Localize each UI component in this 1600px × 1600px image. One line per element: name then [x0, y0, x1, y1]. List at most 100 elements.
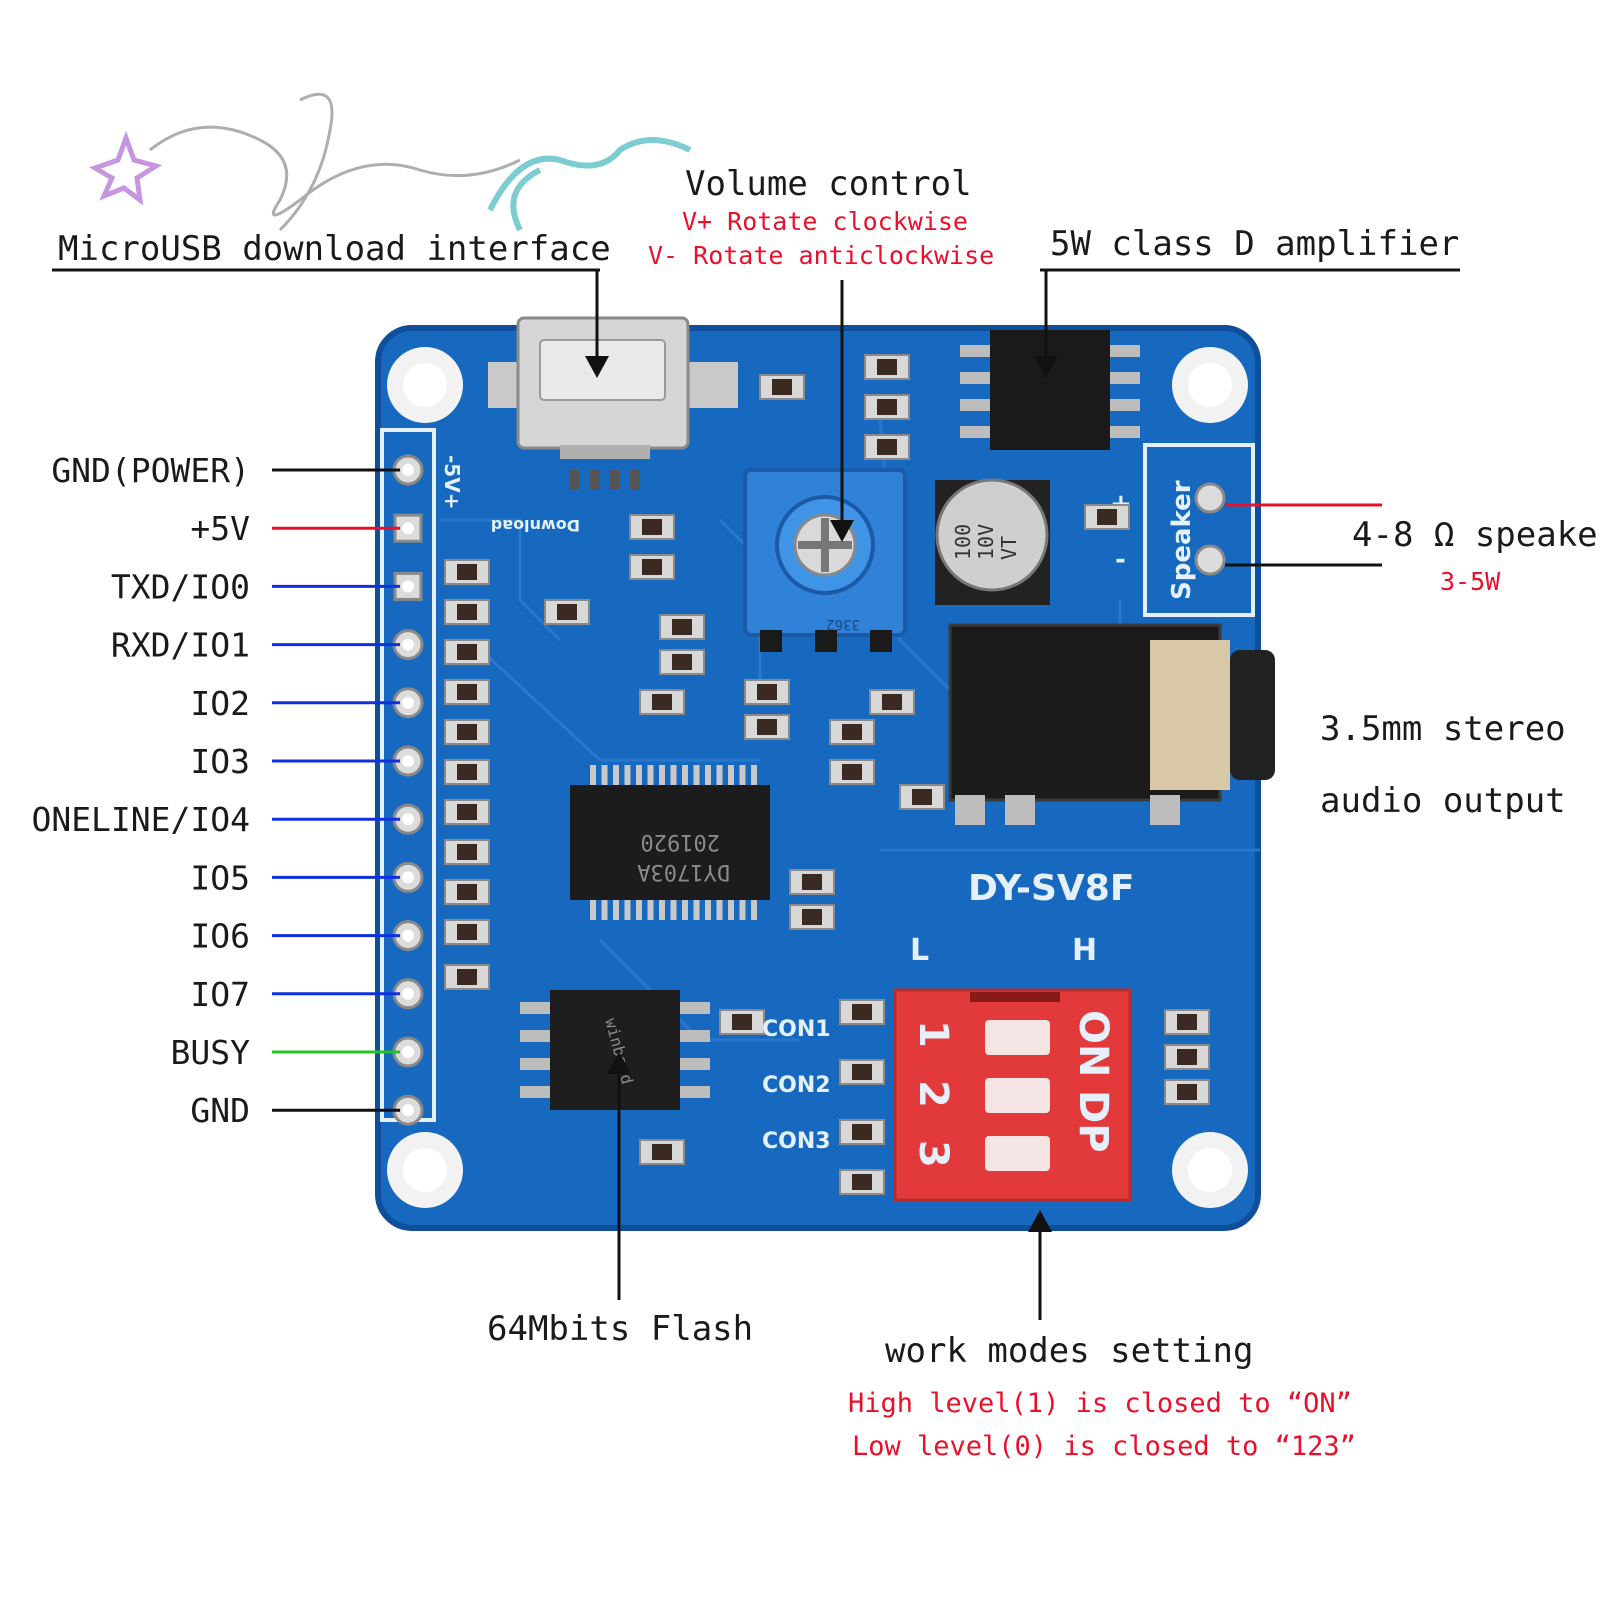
- pin-pad-hole-io2: [402, 696, 414, 709]
- capacitor: 100 10V VT: [935, 478, 1050, 605]
- pin-pad-hole-io6: [402, 929, 414, 942]
- audio-callout-line2: audio output: [1320, 781, 1566, 821]
- dip-switch: 1 2 3 ON DP: [893, 988, 1132, 1202]
- audio-jack: [948, 623, 1275, 825]
- microusb-callout: MicroUSB download interface: [58, 229, 611, 269]
- pcb-board: -5V+ Download Speaker + -: [375, 316, 1275, 1231]
- flash-chip: winbond: [520, 990, 710, 1110]
- volume-callout-title: Volume control: [685, 164, 972, 204]
- pin-pad-hole-rxd-io1: [402, 638, 414, 651]
- volume-callout-line1: V+ Rotate clockwise: [682, 207, 968, 236]
- smd-part: [839, 999, 885, 1025]
- mounting-hole-br: [1172, 1132, 1248, 1208]
- volume-callout-line2: V- Rotate anticlockwise: [648, 241, 994, 270]
- pin-label-io7: IO7: [190, 975, 250, 1014]
- chip-pin: [624, 898, 631, 920]
- smd-part: [444, 639, 490, 665]
- dip-on-label: ON: [1070, 1010, 1116, 1077]
- pin-label-rxd-io1: RXD/IO1: [111, 626, 250, 665]
- pin-label-io5: IO5: [190, 858, 250, 897]
- flash-callout: 64Mbits Flash: [487, 1309, 753, 1349]
- dip-lever-1[interactable]: [985, 1020, 1050, 1055]
- speaker-pad-plus: [1194, 482, 1226, 514]
- smd-part: [744, 679, 790, 705]
- pin-label-busy: BUSY: [171, 1033, 251, 1072]
- smd-part: [869, 689, 915, 715]
- speaker-silk-label: Speaker: [1167, 480, 1197, 600]
- dip-lever-2[interactable]: [985, 1078, 1050, 1113]
- workmodes-callout-line2: Low level(0) is closed to “123”: [852, 1431, 1356, 1462]
- chip-text: DY1703A: [637, 859, 730, 884]
- smd-part: [1164, 1009, 1210, 1035]
- chip-pin: [751, 765, 757, 787]
- pin-pad-hole-gnd-power: [402, 464, 414, 476]
- chip-pin: [636, 898, 642, 920]
- pin-label-io3: IO3: [190, 742, 250, 781]
- header-label: -5V+: [440, 455, 464, 509]
- pin-label-gnd: GND: [190, 1091, 250, 1130]
- smd-part: [639, 689, 685, 715]
- smd-part: [759, 374, 805, 400]
- smd-part: [1164, 1044, 1210, 1070]
- smd-part: [629, 514, 675, 540]
- smd-part: [444, 719, 490, 745]
- dip-number-2: 2: [910, 1080, 956, 1108]
- chip-pin: [590, 898, 596, 920]
- smd-part: [839, 1169, 885, 1195]
- download-label: Download: [491, 516, 580, 535]
- chip-pin: [739, 765, 746, 787]
- chip-pin: [601, 898, 608, 920]
- dip-lever-3[interactable]: [985, 1136, 1050, 1171]
- chip-pin: [728, 898, 734, 920]
- smd-part: [659, 649, 705, 675]
- con1-label: CON1: [762, 1017, 831, 1042]
- pot-code: 3362: [826, 616, 860, 632]
- smd-components: [444, 354, 1210, 1195]
- smd-part: [659, 614, 705, 640]
- pin-pad-hole-io7: [402, 987, 414, 1000]
- pin-pad-hole-io5: [402, 871, 414, 884]
- microusb-connector: [488, 316, 738, 490]
- amplifier-arrowhead: [1034, 356, 1058, 378]
- workmodes-arrowhead: [1028, 1210, 1052, 1232]
- chip-pin: [716, 765, 723, 787]
- chip-pin: [647, 765, 654, 787]
- board-model: DY-SV8F: [968, 868, 1134, 909]
- pin-label-txd-io0: TXD/IO0: [111, 567, 250, 606]
- smd-part: [544, 599, 590, 625]
- mounting-hole-bl: [387, 1132, 463, 1208]
- smd-part: [839, 1059, 885, 1085]
- level-l-label: L: [910, 933, 929, 968]
- smd-part: [864, 394, 910, 420]
- amplifier-callout: 5W class D amplifier: [1050, 224, 1459, 264]
- smd-part: [744, 714, 790, 740]
- level-h-label: H: [1072, 933, 1097, 968]
- chip-pin: [693, 765, 700, 787]
- mounting-hole-tl: [387, 347, 463, 423]
- smd-part: [444, 559, 490, 585]
- smd-part: [789, 904, 835, 930]
- main-chip: 201920 DY1703A: [570, 765, 770, 920]
- microusb-arrowhead: [585, 356, 609, 378]
- volume-potentiometer: 3362: [743, 468, 907, 652]
- chip-pin: [705, 765, 711, 787]
- workmodes-callout-line1: High level(1) is closed to “ON”: [848, 1388, 1352, 1419]
- volume-arrowhead: [830, 520, 854, 542]
- chip-pin: [659, 765, 665, 787]
- chip-code: 201920: [641, 829, 720, 854]
- chip-pin: [682, 898, 688, 920]
- chip-pin: [590, 765, 596, 787]
- speaker-outline: [1143, 443, 1255, 617]
- speaker-callout-note: 3-5W: [1440, 567, 1501, 596]
- chip-pin: [613, 898, 619, 920]
- smd-part: [864, 434, 910, 460]
- dip-number-3: 3: [910, 1140, 956, 1168]
- con3-label: CON3: [762, 1129, 831, 1154]
- chip-pin: [636, 765, 642, 787]
- smd-part: [444, 799, 490, 825]
- pin-pad-hole-oneline-io4: [402, 813, 414, 826]
- pin-label-io6: IO6: [190, 917, 250, 956]
- pin-callouts: GND(POWER)+5VTXD/IO0RXD/IO1IO2IO3ONELINE…: [31, 451, 400, 1130]
- chip-pin: [705, 898, 711, 920]
